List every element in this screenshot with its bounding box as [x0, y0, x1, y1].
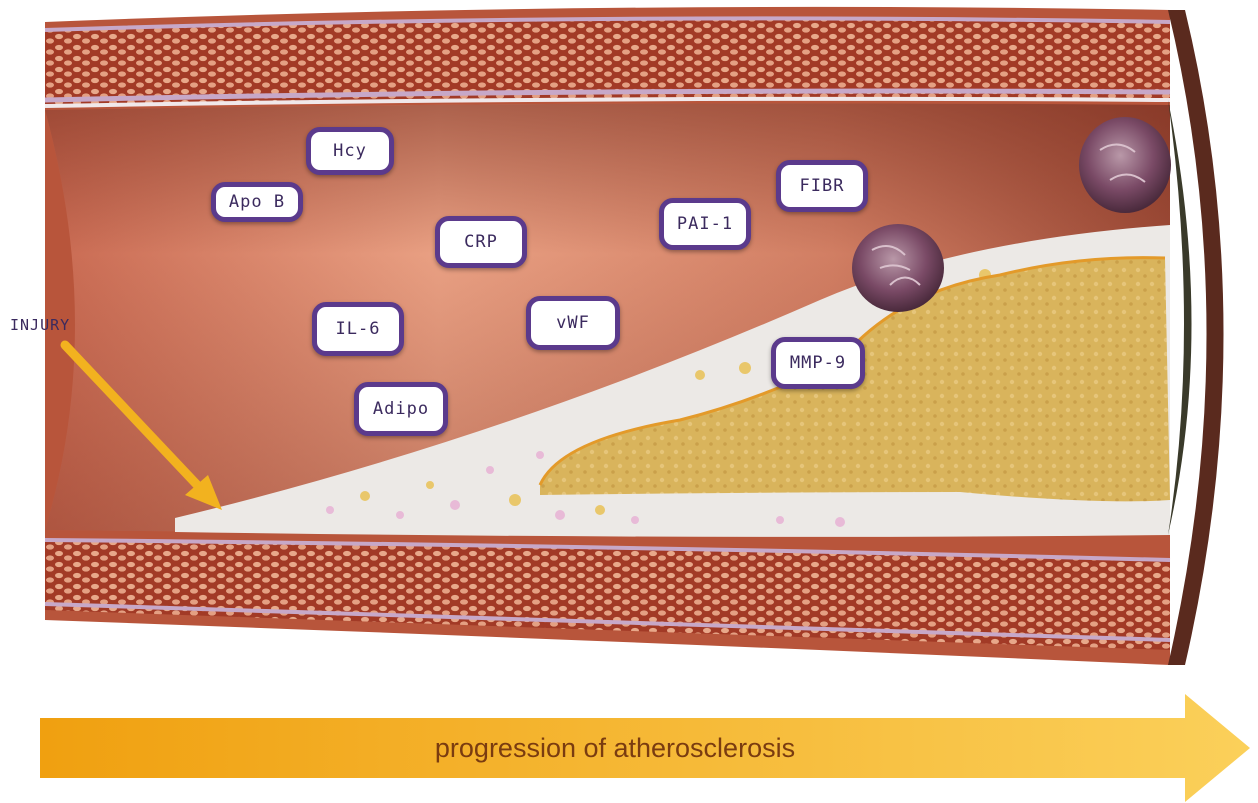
marker-apo-b: Apo B: [211, 182, 303, 222]
marker-fibr: FIBR: [776, 160, 868, 212]
marker-vwf: vWF: [526, 296, 620, 350]
marker-mmp-9: MMP-9: [771, 337, 865, 389]
marker-hcy: Hcy: [306, 127, 394, 175]
marker-adipo: Adipo: [354, 382, 448, 436]
progression-label: progression of atherosclerosis: [40, 726, 1190, 770]
thrombus-upper: [1079, 117, 1171, 213]
marker-il-6: IL-6: [312, 302, 404, 356]
injury-label: INJURY: [10, 316, 70, 334]
marker-crp: CRP: [435, 216, 527, 268]
marker-pai-1: PAI-1: [659, 198, 751, 250]
thrombus-lower: [852, 224, 944, 312]
